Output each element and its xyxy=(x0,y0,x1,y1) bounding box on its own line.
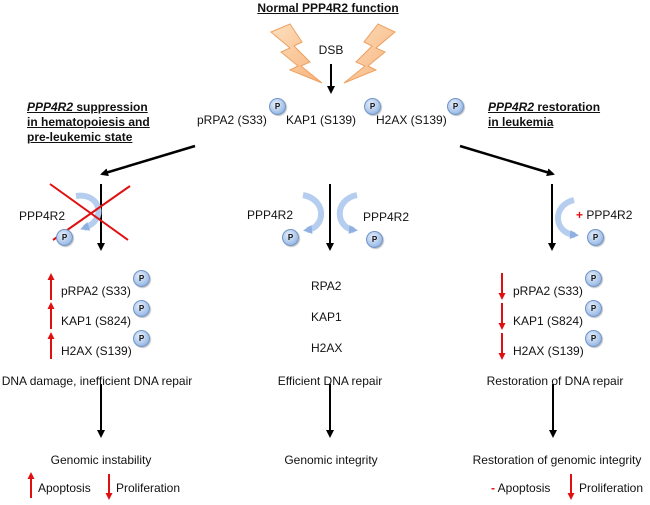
left-result: Genomic instability xyxy=(50,453,152,467)
phospho-icon: P xyxy=(269,98,286,115)
right-result: Restoration of genomic integrity xyxy=(472,453,642,467)
right-curved-arrow-icon xyxy=(555,197,579,240)
center-marker-H2AX: H2AX xyxy=(311,341,343,355)
phospho-icon: P xyxy=(585,330,602,347)
left-branch-header: PPP4R2 suppression in hematopoiesis and … xyxy=(27,100,150,145)
left-header-line2: in hematopoiesis and xyxy=(27,115,150,129)
center-right-enzyme-label: PPP4R2 xyxy=(363,210,410,224)
right-marker-KAP1: KAP1 (S824) xyxy=(513,314,584,328)
phospho-icon: P xyxy=(585,300,602,317)
phospho-icon: P xyxy=(364,98,381,115)
phospho-icon: P xyxy=(282,229,299,246)
right-outcome: Restoration of DNA repair xyxy=(486,374,624,388)
center-left-enzyme-label: PPP4R2 xyxy=(247,208,294,222)
right-branch-arrow xyxy=(459,144,555,177)
left-apoptosis-label: Apoptosis xyxy=(38,481,91,495)
plus-sign: + xyxy=(576,208,584,222)
right-header-gene: PPP4R2 xyxy=(488,100,535,114)
left-marker-KAP1: KAP1 (S824) xyxy=(61,314,132,328)
left-branch-arrow xyxy=(100,144,196,177)
dsb-label: DSB xyxy=(318,43,344,57)
left-enzyme-label: PPP4R2 xyxy=(19,209,66,223)
phospho-icon: P xyxy=(133,330,150,347)
minus-sign: - xyxy=(491,481,495,495)
center-left-curved-arrow-icon xyxy=(302,192,324,234)
left-outcome: DNA damage, inefficient DNA repair xyxy=(1,374,193,388)
right-header-line1: restoration xyxy=(534,100,601,114)
center-marker-KAP1: KAP1 xyxy=(311,310,342,324)
top-marker-KAP1: KAP1 (S139) xyxy=(286,113,357,127)
center-marker-RPA2: RPA2 xyxy=(311,279,342,293)
center-outcome: Efficient DNA repair xyxy=(277,374,383,388)
left-marker-pRPA2: pRPA2 (S33) xyxy=(61,284,131,298)
phospho-icon: P xyxy=(587,229,604,246)
right-apoptosis-label: - Apoptosis xyxy=(491,481,550,495)
right-header-line2: in leukemia xyxy=(488,115,554,129)
center-result: Genomic integrity xyxy=(284,453,378,467)
lightning-bolt-right-icon xyxy=(343,23,396,84)
right-marker-H2AX: H2AX (S139) xyxy=(513,344,584,358)
left-header-line3: pre-leukemic state xyxy=(27,130,133,144)
left-proliferation-label: Proliferation xyxy=(116,481,181,495)
right-marker-pRPA2: pRPA2 (S33) xyxy=(513,284,583,298)
phospho-icon: P xyxy=(366,231,383,248)
phospho-icon: P xyxy=(585,270,602,287)
cross-line-1 xyxy=(49,183,129,241)
top-marker-H2AX: H2AX (S139) xyxy=(376,113,447,127)
right-proliferation-label: Proliferation xyxy=(579,481,644,495)
left-header-line1: suppression xyxy=(73,100,148,114)
diagram-title: Normal PPP4R2 function xyxy=(257,1,399,15)
left-header-gene: PPP4R2 xyxy=(27,100,74,114)
phospho-icon: P xyxy=(447,98,464,115)
right-enzyme-label: + PPP4R2 xyxy=(576,208,632,222)
lightning-bolt-left-icon xyxy=(270,23,323,84)
top-marker-pRPA2: pRPA2 (S33) xyxy=(197,113,267,127)
center-right-curved-arrow-icon xyxy=(336,192,358,234)
left-marker-H2AX: H2AX (S139) xyxy=(61,344,132,358)
phospho-icon: P xyxy=(133,300,150,317)
right-apoptosis-text: Apoptosis xyxy=(497,481,551,495)
phospho-icon: P xyxy=(133,270,150,287)
right-enzyme-name: PPP4R2 xyxy=(586,208,633,222)
phospho-icon: P xyxy=(56,229,73,246)
right-branch-header: PPP4R2 restoration in leukemia xyxy=(488,100,600,130)
